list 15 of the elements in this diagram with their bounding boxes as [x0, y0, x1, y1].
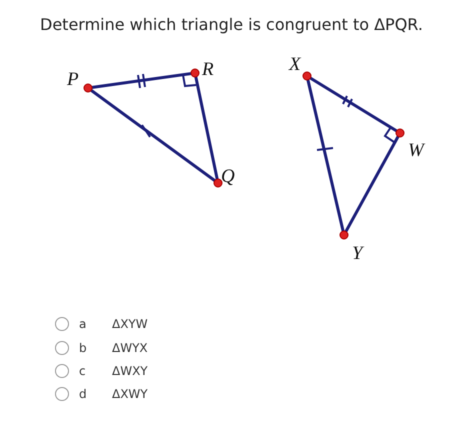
vertex-label: P [67, 70, 79, 89]
option-letter: c [79, 365, 86, 377]
answer-option: ΔWYX [112, 342, 148, 354]
vertex-label: R [202, 60, 214, 79]
answer-option: ΔWXY [112, 365, 148, 377]
vertex-label: W [408, 141, 424, 160]
option-letter: b [79, 342, 87, 354]
answer-option: ΔXYW [112, 318, 148, 330]
vertex-label: Q [221, 167, 235, 186]
option-letter: a [79, 318, 86, 330]
question-text: Determine which triangle is congruent to ΔPQR. [40, 15, 423, 34]
option-letter: d [79, 388, 87, 400]
vertex-label: Y [352, 244, 363, 263]
vertex-label: X [289, 55, 301, 74]
answer-option: ΔXWY [112, 388, 148, 400]
